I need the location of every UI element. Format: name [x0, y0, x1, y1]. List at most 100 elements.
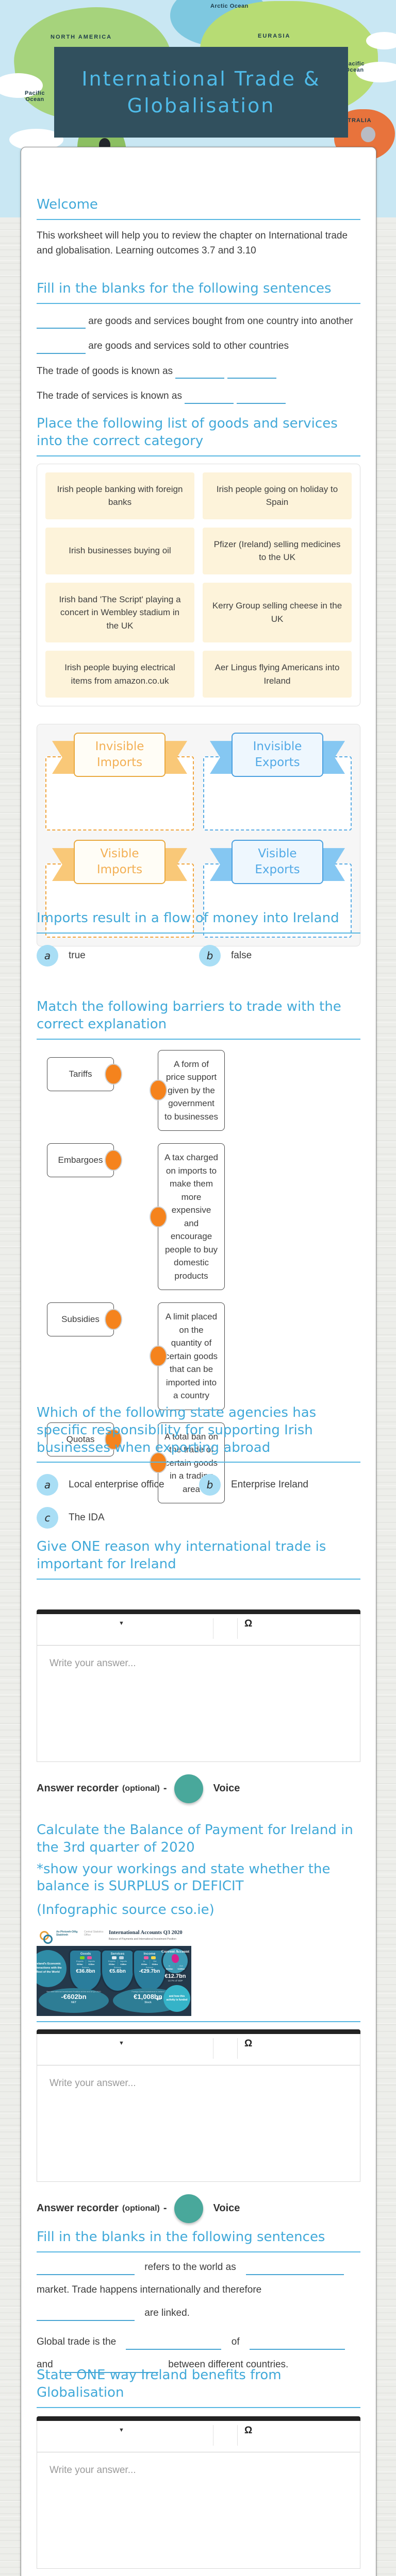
paragraph-style-dropdown-icon[interactable]: ▼ — [119, 1620, 124, 1626]
section-heading: Imports result in a flow of money into I… — [37, 910, 339, 926]
connector-dot[interactable] — [105, 1063, 122, 1085]
choice-letter-badge[interactable]: b — [199, 1474, 221, 1496]
paragraph-style-dropdown-icon[interactable]: ▼ — [119, 2040, 124, 2046]
match-term-label: Embargoes — [58, 1155, 103, 1165]
fill-row: The trade of services is known as — [37, 389, 360, 404]
draggable-card[interactable]: Aer Lingus flying Americans into Ireland — [203, 651, 352, 698]
answer-placeholder: Write your answer... — [50, 2077, 136, 2089]
rich-text-editor: ▼ Ω Write your answer... — [37, 2029, 360, 2182]
funded-arrow-icon: ↩ — [156, 1995, 162, 2003]
blank-input[interactable] — [37, 340, 86, 354]
fdi-unit: Stock — [144, 2001, 152, 2004]
zone-ribbon: Invisible Exports — [210, 733, 345, 777]
blank-input[interactable] — [227, 364, 276, 379]
choice-letter-badge[interactable]: b — [199, 944, 221, 967]
draggable-card[interactable]: Pfizer (Ireland) selling medicines to th… — [203, 527, 352, 574]
blank-input[interactable] — [37, 2307, 135, 2321]
connector-dot[interactable] — [150, 1345, 167, 1367]
section-heading: Give ONE reason why international trade … — [37, 1539, 326, 1572]
recorder-label: Answer recorder — [37, 1783, 119, 1794]
answer-textarea[interactable]: Write your answer... — [37, 2065, 360, 2181]
rich-text-editor: ▼ Ω Write your answer... — [37, 2416, 360, 2569]
fill-row: and between different countries. — [37, 2357, 360, 2373]
match-term[interactable]: Embargoes — [47, 1143, 122, 1178]
match-term[interactable]: Subsidies — [47, 1302, 122, 1337]
balance-value: -€29.7bn — [139, 1969, 160, 1975]
draggable-card[interactable]: Irish people banking with foreign banks — [45, 472, 194, 519]
blank-input[interactable] — [37, 314, 86, 329]
choice-option-a[interactable]: a Local enterprise office — [37, 1474, 199, 1496]
blank-input[interactable] — [37, 2261, 135, 2276]
drop-zone-visible-exports[interactable]: Visible Exports — [203, 840, 352, 938]
recorder-dash: - — [163, 1783, 167, 1794]
recorder-label: Answer recorder — [37, 2202, 119, 2214]
editor-top-bar — [37, 2416, 360, 2421]
special-character-button[interactable]: Ω — [244, 2038, 253, 2049]
connector-dot[interactable] — [150, 1206, 167, 1228]
connector-dot[interactable] — [105, 1429, 122, 1450]
match-explanation[interactable]: A form of price support given by the gov… — [150, 1049, 225, 1131]
match-explanation[interactable]: A limit placed on the quantity of certai… — [150, 1302, 225, 1410]
choice-option-a[interactable]: a true — [37, 944, 199, 967]
editor-top-bar — [37, 2029, 360, 2034]
zone-label-line1: Invisible — [253, 740, 302, 754]
choice-letter-badge[interactable]: c — [37, 1507, 58, 1529]
drop-zone-visible-imports[interactable]: Visible Imports — [45, 840, 194, 938]
choice-option-b[interactable]: b Enterprise Ireland — [199, 1474, 360, 1496]
choice-option-b[interactable]: b false — [199, 944, 360, 967]
panel-name: Goods — [80, 1952, 91, 1956]
match-explanation-label: A total ban on the trade of certain good… — [164, 1431, 218, 1494]
blank-input[interactable] — [245, 2261, 344, 2276]
balance-label: Balance — [145, 1966, 154, 1969]
answer-textarea[interactable]: Write your answer... — [37, 1646, 360, 1761]
blank-input[interactable] — [62, 2359, 158, 2373]
blank-input[interactable] — [236, 389, 286, 404]
special-character-button[interactable]: Ω — [244, 2425, 253, 2436]
fill-text: are linked. — [144, 2307, 190, 2318]
choice-letter-badge[interactable]: a — [37, 1474, 58, 1496]
connector-dot[interactable] — [105, 1309, 122, 1330]
zone-label-line2: Exports — [255, 756, 300, 770]
pair-label: Imports — [88, 1959, 95, 1962]
match-row: Embargoes A tax charged on imports to ma… — [37, 1143, 360, 1291]
special-character-button[interactable]: Ω — [244, 1618, 253, 1629]
blank-input[interactable] — [249, 2335, 345, 2350]
match-term[interactable]: Tariffs — [47, 1057, 122, 1091]
drop-zone-invisible-imports[interactable]: Invisible Imports — [45, 733, 194, 831]
blank-input[interactable] — [126, 2335, 222, 2350]
heading-underline — [37, 932, 360, 934]
paragraph-style-dropdown-icon[interactable]: ▼ — [119, 2427, 124, 2433]
gdp-percentage: 13.7% of GDP — [168, 1979, 183, 1982]
draggable-card[interactable]: Kerry Group selling cheese in the UK — [203, 582, 352, 643]
match-term[interactable]: Quotas — [47, 1422, 122, 1456]
answer-placeholder: Write your answer... — [50, 2464, 136, 2476]
drop-zone-invisible-exports[interactable]: Invisible Exports — [203, 733, 352, 831]
cloud-icon — [0, 73, 43, 98]
map-label-north-america: NORTH AMERICA — [51, 34, 112, 40]
goods-icons — [70, 1956, 101, 1959]
blank-input[interactable] — [175, 364, 225, 379]
connector-dot[interactable] — [150, 1079, 167, 1101]
welcome-text: This worksheet will help you to review t… — [37, 230, 348, 257]
connector-dot[interactable] — [105, 1149, 122, 1171]
draggable-card[interactable]: Irish band 'The Script' playing a concer… — [45, 582, 194, 643]
blank-input[interactable] — [185, 389, 234, 404]
draggable-card[interactable]: Irish people buying electrical items fro… — [45, 651, 194, 698]
infographic-subtitle: Balance of Payments and International In… — [109, 1937, 176, 1941]
choice-letter-badge[interactable]: a — [37, 944, 58, 967]
infographic-current-account: Current Account In€248bn Out€235bn Balan… — [160, 1946, 190, 1990]
funded-note-circle: and how this activity is funded — [163, 1985, 190, 2012]
draggable-card[interactable]: Irish people going on holiday to Spain — [203, 472, 352, 519]
niip-value: -€602bn — [61, 1993, 87, 2001]
draggable-card[interactable]: Irish businesses buying oil — [45, 527, 194, 574]
match-explanation-label: A limit placed on the quantity of certai… — [164, 1312, 218, 1401]
section-heading: Fill in the blanks in the following sent… — [37, 2229, 325, 2245]
answer-textarea[interactable]: Write your answer... — [37, 2452, 360, 2568]
match-explanation[interactable]: A tax charged on imports to make them mo… — [150, 1143, 225, 1291]
voice-record-button[interactable] — [174, 1774, 203, 1803]
world-map-banner: Arctic Ocean NORTH AMERICA EURASIA Pacif… — [0, 0, 396, 217]
choice-label: true — [69, 950, 86, 961]
choice-option-c[interactable]: c The IDA — [37, 1507, 199, 1529]
voice-label: Voice — [213, 2202, 240, 2214]
voice-record-button[interactable] — [174, 2194, 203, 2223]
